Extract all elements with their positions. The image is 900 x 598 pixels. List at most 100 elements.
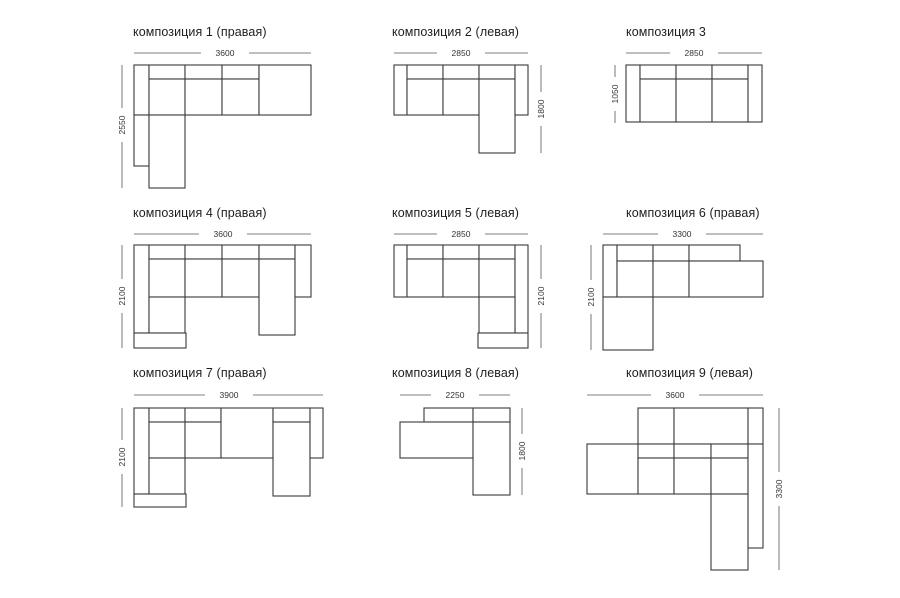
- seat-module: [675, 78, 713, 123]
- seat-module: [442, 258, 480, 298]
- composition-2-width-label: 2850: [452, 48, 471, 58]
- backrest: [710, 443, 749, 459]
- seat-module: [184, 421, 222, 459]
- composition-9-title: композиция 9 (левая): [626, 366, 754, 380]
- seat-module: [711, 78, 749, 123]
- seat-module: [221, 258, 260, 298]
- composition-7-width-label: 3900: [220, 390, 239, 400]
- seat-module: [616, 260, 654, 298]
- composition-8-drawing: 2250 1800: [399, 389, 528, 496]
- armrest: [309, 407, 324, 459]
- composition-5-width-label: 2850: [452, 229, 471, 239]
- chaise-longue: [472, 421, 511, 496]
- chaise-longue: [710, 493, 749, 571]
- armrest: [133, 64, 150, 116]
- composition-2-drawing: 2850 1800: [393, 47, 547, 154]
- armrest: [133, 493, 187, 508]
- backrest: [148, 64, 186, 80]
- middle-module: [220, 407, 274, 459]
- composition-8-title: композиция 8 (левая): [392, 366, 520, 380]
- chaise-longue: [272, 421, 311, 497]
- composition-6-drawing: 3300 2100: [585, 228, 764, 351]
- backrest: [148, 407, 186, 423]
- armrest: [133, 332, 187, 349]
- backrest: [639, 64, 677, 80]
- corner-seat: [637, 407, 675, 445]
- composition-9-modules: [586, 407, 764, 571]
- composition-3-height-label: 1050: [610, 84, 620, 103]
- backrest: [406, 244, 444, 260]
- seat-module: [478, 258, 516, 298]
- composition-4-title: композиция 4 (правая): [133, 206, 267, 220]
- armrest: [514, 244, 529, 334]
- seat-module: [221, 78, 260, 116]
- composition-7-height-label: 2100: [117, 447, 127, 466]
- composition-7-modules: [133, 407, 324, 508]
- seat-module: [442, 78, 480, 116]
- composition-6-modules: [602, 244, 764, 351]
- composition-1-modules: [133, 64, 312, 189]
- composition-8-modules: [399, 407, 511, 496]
- seat-module: [148, 258, 186, 298]
- seat-module: [406, 78, 444, 116]
- backrest: [442, 244, 480, 260]
- composition-5-modules: [393, 244, 529, 349]
- composition-5-height-label: 2100: [536, 286, 546, 305]
- backrest: [442, 64, 480, 80]
- end-module: [258, 64, 312, 116]
- composition-9-width-label: 3600: [666, 390, 685, 400]
- composition-4-height-label: 2100: [117, 286, 127, 305]
- composition-2-title: композиция 2 (левая): [392, 25, 520, 39]
- backrest: [184, 407, 222, 423]
- composition-3-modules: [625, 64, 763, 123]
- armrest: [747, 64, 763, 123]
- backrest: [258, 244, 296, 260]
- composition-2-modules: [393, 64, 529, 154]
- armrest: [477, 332, 529, 349]
- middle-module: [673, 407, 749, 445]
- composition-5-title: композиция 5 (левая): [392, 206, 520, 220]
- armrest: [393, 244, 408, 298]
- seat-module: [406, 258, 444, 298]
- composition-1-drawing: 3600 2550: [116, 47, 312, 189]
- armrest: [133, 407, 150, 495]
- corner-seat: [478, 296, 516, 334]
- armrest: [747, 407, 764, 445]
- seat-module: [184, 78, 223, 116]
- backrest: [675, 64, 713, 80]
- composition-6-height-label: 2100: [586, 287, 596, 306]
- backrest: [478, 244, 516, 260]
- backrest: [221, 64, 260, 80]
- backrest: [472, 407, 511, 423]
- composition-6-width-label: 3300: [673, 229, 692, 239]
- seat-module: [710, 457, 749, 495]
- seat-module: [673, 457, 712, 495]
- backrest: [148, 244, 186, 260]
- composition-3-drawing: 2850 1050: [609, 47, 763, 123]
- chaise-longue: [148, 114, 186, 189]
- end-module: [586, 443, 639, 495]
- armrest: [393, 64, 408, 116]
- armrest: [133, 114, 150, 167]
- backrest: [184, 64, 223, 80]
- corner-seat: [148, 457, 186, 495]
- composition-4-modules: [133, 244, 312, 349]
- corner-seat: [148, 296, 186, 334]
- composition-9-drawing: 3600 3300: [586, 389, 785, 571]
- seat-module: [652, 260, 690, 298]
- backrest: [184, 244, 223, 260]
- seat-module: [184, 258, 223, 298]
- armrest: [602, 244, 618, 298]
- armrest: [747, 443, 764, 549]
- composition-7-title: композиция 7 (правая): [133, 366, 267, 380]
- end-module: [399, 421, 474, 459]
- composition-4-width-label: 3600: [214, 229, 233, 239]
- backrest: [688, 244, 741, 262]
- composition-3-width-label: 2850: [685, 48, 704, 58]
- composition-6-title: композиция 6 (правая): [626, 206, 760, 220]
- composition-1-width-label: 3600: [216, 48, 235, 58]
- composition-3-title: композиция 3: [626, 25, 706, 39]
- composition-2-height-label: 1800: [536, 99, 546, 118]
